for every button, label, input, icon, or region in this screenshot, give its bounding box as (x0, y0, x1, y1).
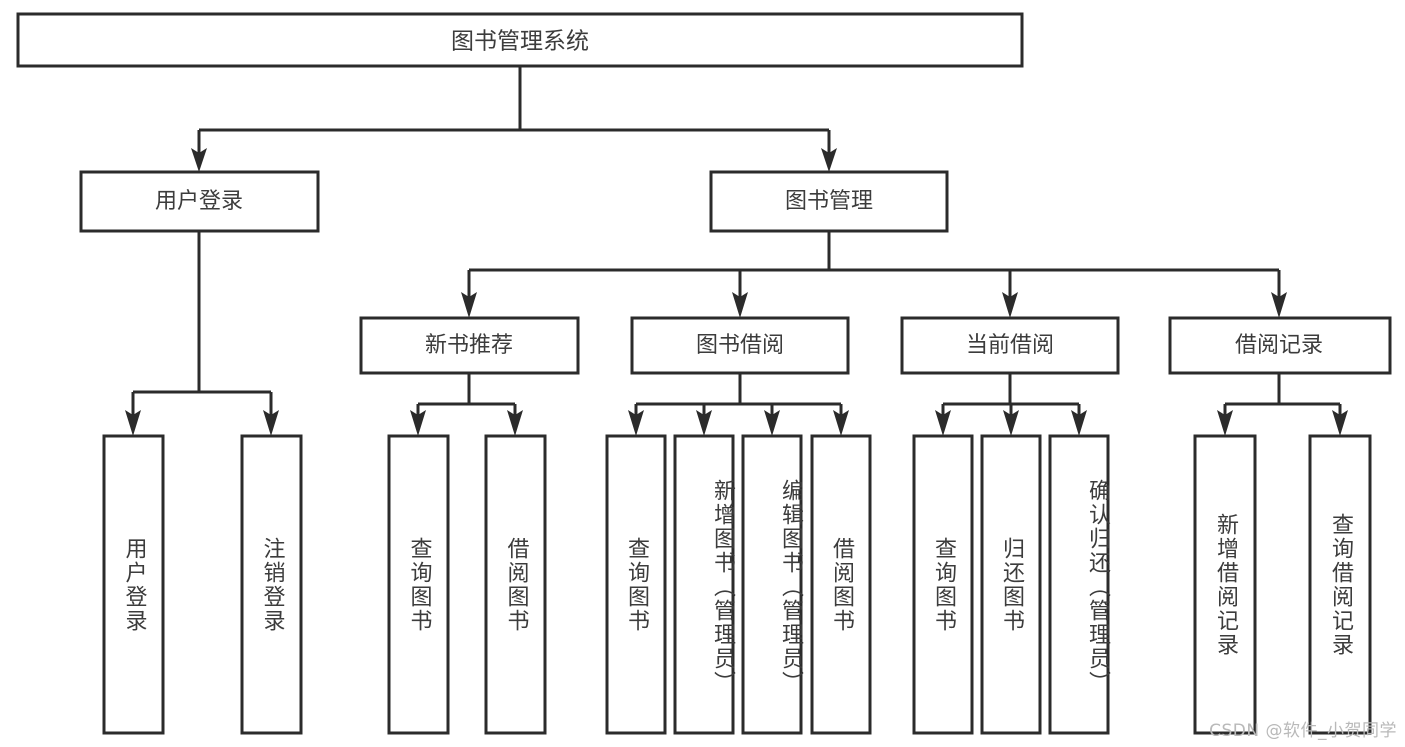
arrowhead-leaf-7 (764, 410, 780, 436)
node-root-label: 图书管理系统 (451, 29, 589, 55)
node-book-borrow-label: 图书借阅 (696, 333, 784, 358)
node-leaf-12[interactable] (1193, 434, 1257, 735)
arrowhead-leaf-9 (935, 410, 951, 436)
node-book-borrow[interactable] (630, 316, 850, 375)
node-leaf-4[interactable] (484, 434, 547, 735)
node-book-management[interactable] (709, 170, 949, 233)
arrowhead-leaf-5 (628, 410, 644, 436)
arrowhead-book-mgmt (821, 148, 837, 172)
node-leaf-3[interactable] (387, 434, 450, 735)
arrowhead-leaf-6 (696, 410, 712, 436)
node-leaf-7[interactable] (741, 434, 803, 735)
arrowhead-leaf-11 (1071, 410, 1087, 436)
watermark-text: CSDN @软件_小贺同学 (1209, 721, 1397, 741)
node-new-book-recommend[interactable] (359, 316, 580, 375)
node-user-login-label: 用户登录 (155, 189, 243, 214)
node-leaf-2[interactable] (240, 434, 303, 735)
node-leaf-5[interactable] (605, 434, 667, 735)
node-root-book-management-system[interactable] (16, 12, 1024, 68)
node-leaf-9[interactable] (912, 434, 974, 735)
arrowhead-leaf-2 (263, 410, 279, 436)
arrowhead-newbook (461, 292, 477, 318)
node-leaf-6[interactable] (673, 434, 735, 735)
arrowhead-leaf-10 (1003, 410, 1019, 436)
node-current-borrow[interactable] (900, 316, 1120, 375)
node-leaf-10[interactable] (980, 434, 1042, 735)
arrowhead-leaf-1 (125, 410, 141, 436)
node-leaf-1[interactable] (102, 434, 165, 735)
node-user-login[interactable] (79, 170, 320, 233)
arrowhead-leaf-13 (1332, 410, 1348, 436)
arrowhead-leaf-8 (833, 410, 849, 436)
node-book-management-label: 图书管理 (785, 189, 873, 214)
node-borrow-record-label: 借阅记录 (1235, 333, 1323, 358)
node-leaf-11[interactable] (1048, 434, 1110, 735)
node-layer: 图书管理系统 用户登录 图书管理 新书推荐 图书借阅 当前借阅 借阅记录 (16, 12, 1392, 735)
arrowhead-user-login (191, 148, 207, 172)
node-new-book-recommend-label: 新书推荐 (425, 333, 513, 358)
connector-layer (125, 66, 1348, 436)
arrowhead-leaf-12 (1217, 410, 1233, 436)
node-leaf-13[interactable] (1308, 434, 1372, 735)
node-borrow-record[interactable] (1168, 316, 1392, 375)
node-current-borrow-label: 当前借阅 (966, 333, 1054, 358)
arrowhead-record (1271, 292, 1287, 318)
node-leaf-8[interactable] (810, 434, 872, 735)
arrowhead-leaf-3 (410, 410, 426, 436)
arrowhead-leaf-4 (507, 410, 523, 436)
arrowhead-current (1002, 292, 1018, 318)
arrowhead-borrow (732, 292, 748, 318)
